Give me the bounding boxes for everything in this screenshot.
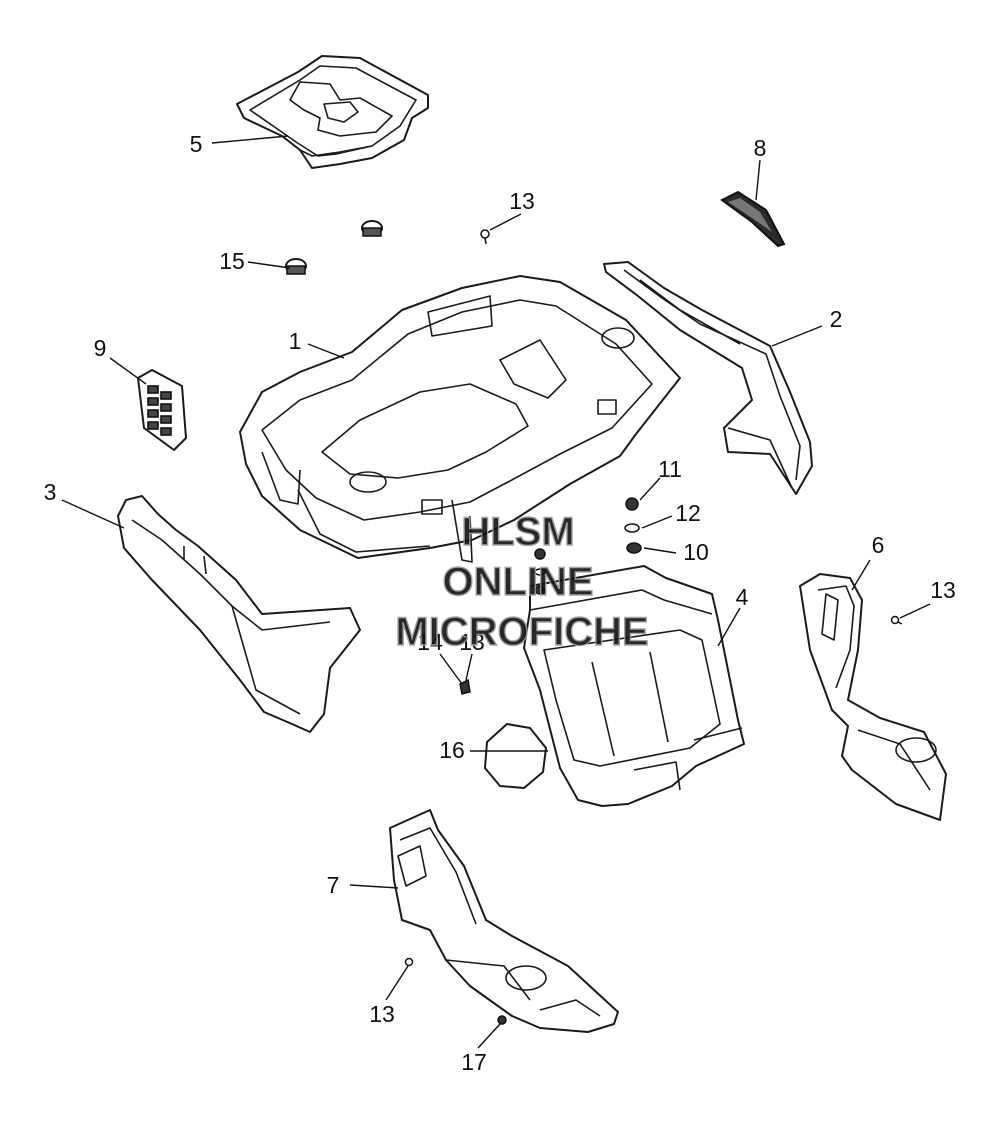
callout-12: 12 bbox=[675, 500, 701, 526]
callout-11: 11 bbox=[658, 456, 682, 482]
part-14-clip[interactable] bbox=[459, 678, 471, 695]
part-2-right-side-panel[interactable] bbox=[603, 261, 813, 495]
callout-8: 8 bbox=[754, 135, 767, 161]
callout-13: 13 bbox=[369, 1001, 395, 1027]
part-6-right-fender[interactable] bbox=[799, 573, 947, 821]
callout-labels: 1 2 3 4 5 6 7 8 9 10 11 12 13 13 13 13 1… bbox=[44, 131, 956, 1075]
part-15-grommet[interactable] bbox=[285, 220, 383, 275]
watermark: HLSM ONLINE MICROFICHE bbox=[395, 509, 650, 654]
callout-13: 13 bbox=[459, 629, 485, 655]
callout-14: 14 bbox=[417, 629, 443, 655]
callout-3: 3 bbox=[44, 479, 57, 505]
watermark-line-1: HLSM bbox=[461, 510, 574, 554]
callout-13: 13 bbox=[509, 188, 535, 214]
watermark-line-2: ONLINE bbox=[442, 560, 593, 604]
part-16-octagon-decal[interactable] bbox=[484, 723, 547, 789]
callout-17: 17 bbox=[461, 1049, 487, 1075]
part-11-12-10-hardware-stack[interactable] bbox=[534, 497, 642, 595]
watermark-line-3: MICROFICHE bbox=[395, 610, 648, 654]
callout-7: 7 bbox=[327, 872, 340, 898]
callout-2: 2 bbox=[830, 306, 843, 332]
callout-15: 15 bbox=[219, 248, 245, 274]
callout-5: 5 bbox=[190, 131, 203, 157]
callout-4: 4 bbox=[736, 584, 749, 610]
screw-icon bbox=[404, 957, 414, 967]
part-5-storage-lid[interactable] bbox=[236, 55, 429, 169]
screw-icon bbox=[480, 229, 490, 245]
callout-13: 13 bbox=[930, 577, 956, 603]
callout-1: 1 bbox=[289, 328, 302, 354]
leader-lines bbox=[61, 135, 931, 1049]
part-8-badge[interactable] bbox=[720, 190, 786, 248]
callout-6: 6 bbox=[872, 532, 885, 558]
callout-10: 10 bbox=[683, 539, 709, 565]
callout-16: 16 bbox=[439, 737, 465, 763]
part-17-fastener[interactable] bbox=[497, 1015, 507, 1025]
part-1-rear-rack-tub[interactable] bbox=[239, 275, 681, 563]
part-9-vent-grille[interactable] bbox=[137, 369, 187, 451]
screw-icon bbox=[890, 615, 903, 625]
part-3-left-side-panel[interactable] bbox=[117, 495, 361, 733]
part-7-left-fender[interactable] bbox=[389, 809, 619, 1033]
callout-9: 9 bbox=[94, 335, 107, 361]
part-4-storage-box[interactable] bbox=[523, 565, 745, 807]
